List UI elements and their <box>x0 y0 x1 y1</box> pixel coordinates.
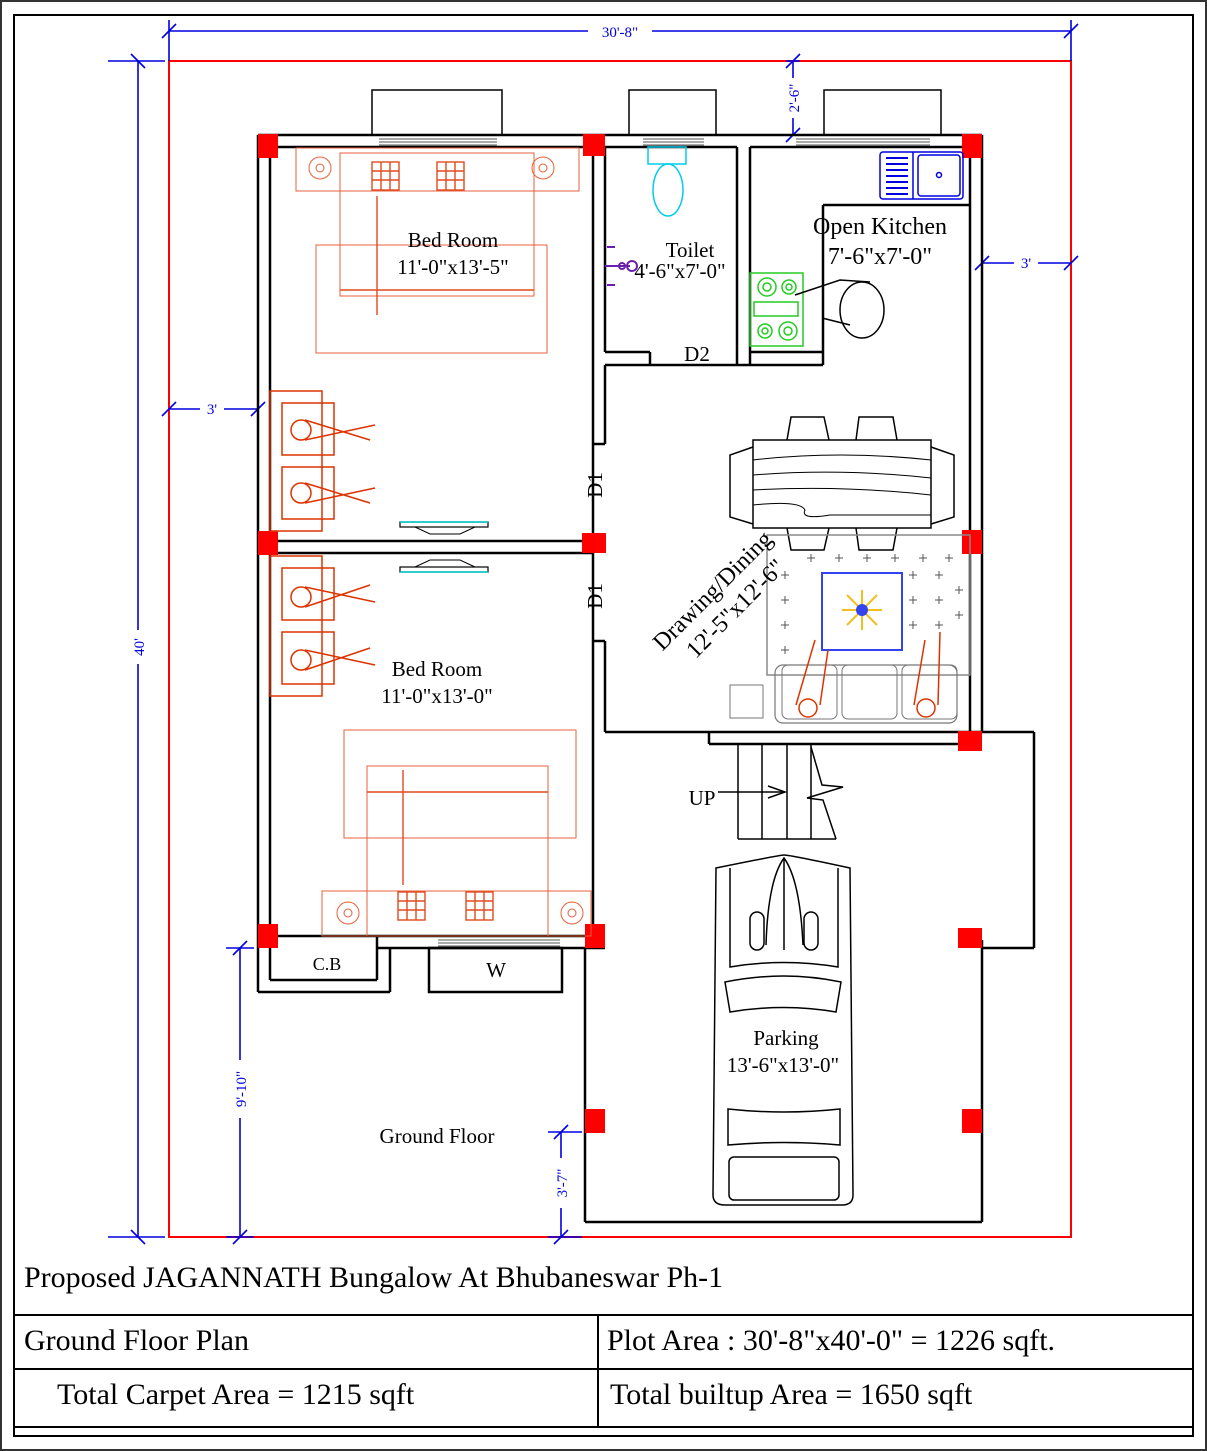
room-size: 11'-0"x13'-5" <box>397 255 508 279</box>
seating-left-wall <box>269 390 376 697</box>
stove-icon <box>749 272 804 347</box>
room-bedroom-2: Bed Room 11'-0"x13'-0" <box>381 657 492 708</box>
walls <box>256 133 1036 1224</box>
dimension-label: 3' <box>1021 256 1032 272</box>
dining-table <box>729 416 955 551</box>
door-label-d1: D1 <box>583 583 607 609</box>
room-name: Bed Room <box>408 228 498 252</box>
wardrobe-label: W <box>486 958 506 982</box>
door-label-d1: D1 <box>583 472 607 498</box>
dimension-front-open-right: 3'-7" <box>548 1124 582 1245</box>
dimension-label: 9'-10" <box>234 1071 250 1107</box>
project-title: Proposed JAGANNATH Bungalow At Bhubanesw… <box>24 1261 724 1294</box>
dimension-plot-width: 30'-8" <box>161 20 1079 61</box>
room-drawing-dining: Drawing/Dining 12'-5"x12'-6" <box>648 526 790 663</box>
plot-boundary <box>168 60 1072 1238</box>
coffee-table <box>821 572 903 651</box>
stair-up-label: UP <box>689 786 716 810</box>
wc-icon <box>647 146 687 217</box>
drawing-frame <box>13 14 1194 1437</box>
floor-label: Ground Floor <box>380 1124 495 1148</box>
window-projections <box>371 89 942 947</box>
room-size: 13'-6"x13'-0" <box>727 1053 839 1077</box>
room-open-kitchen: Open Kitchen 7'-6"x7'-0" <box>813 214 947 270</box>
bed-bottom <box>321 729 592 937</box>
car-icon <box>712 854 854 1206</box>
dimension-right-setback: 3' <box>974 254 1079 272</box>
room-bedroom-1: Bed Room 11'-0"x13'-5" <box>397 228 508 279</box>
sheet-name: Ground Floor Plan <box>24 1324 249 1357</box>
room-size: 11'-0"x13'-0" <box>381 684 492 708</box>
dimension-label: 30'-8" <box>602 25 638 41</box>
room-name: Parking <box>753 1026 819 1050</box>
side-table <box>729 684 764 719</box>
room-name: Open Kitchen <box>813 214 947 240</box>
title-block-row-2: Total Carpet Area = 1215 sqft Total buil… <box>15 1368 1193 1428</box>
tap-icon <box>605 246 638 286</box>
kitchen-sink-icon <box>879 151 964 200</box>
living-area-rug <box>729 534 971 724</box>
title-block: Proposed JAGANNATH Bungalow At Bhubanesw… <box>15 1255 1193 1435</box>
room-name: Toilet <box>666 238 715 262</box>
builtup-area: Total builtup Area = 1650 sqft <box>610 1378 973 1411</box>
dimension-front-setback: 2'-6" <box>784 53 803 143</box>
tv-unit <box>399 521 489 573</box>
bed-top <box>295 147 580 354</box>
dimension-front-open-left: 9'-10" <box>226 940 254 1245</box>
cook-figure <box>794 279 885 339</box>
dimension-label: 3'-7" <box>555 1169 571 1198</box>
staircase <box>718 744 844 840</box>
plot-area: Plot Area : 30'-8"x40'-0" = 1226 sqft. <box>607 1324 1056 1357</box>
room-size: 7'-6"x7'-0" <box>828 244 932 270</box>
dimension-plot-depth: 40' <box>108 53 165 1245</box>
dimension-left-setback: 3' <box>161 400 266 418</box>
room-parking: Parking 13'-6"x13'-0" <box>727 1026 839 1077</box>
rug-pattern <box>781 554 963 654</box>
carpet-area: Total Carpet Area = 1215 sqft <box>57 1378 415 1411</box>
room-size: 4'-6"x7'-0" <box>634 259 725 283</box>
title-block-row-1: Ground Floor Plan Plot Area : 30'-8"x40'… <box>15 1314 1193 1368</box>
room-name: Bed Room <box>392 657 482 681</box>
dimension-label: 40' <box>132 638 148 656</box>
dimension-label: 3' <box>207 402 218 418</box>
wardrobe <box>427 946 564 994</box>
door-label-d2: D2 <box>684 342 710 366</box>
cupboard-label: C.B <box>313 954 342 974</box>
dimension-label: 2'-6" <box>787 84 803 113</box>
structural-columns <box>258 134 982 1133</box>
room-toilet: Toilet 4'-6"x7'-0" <box>634 238 725 283</box>
